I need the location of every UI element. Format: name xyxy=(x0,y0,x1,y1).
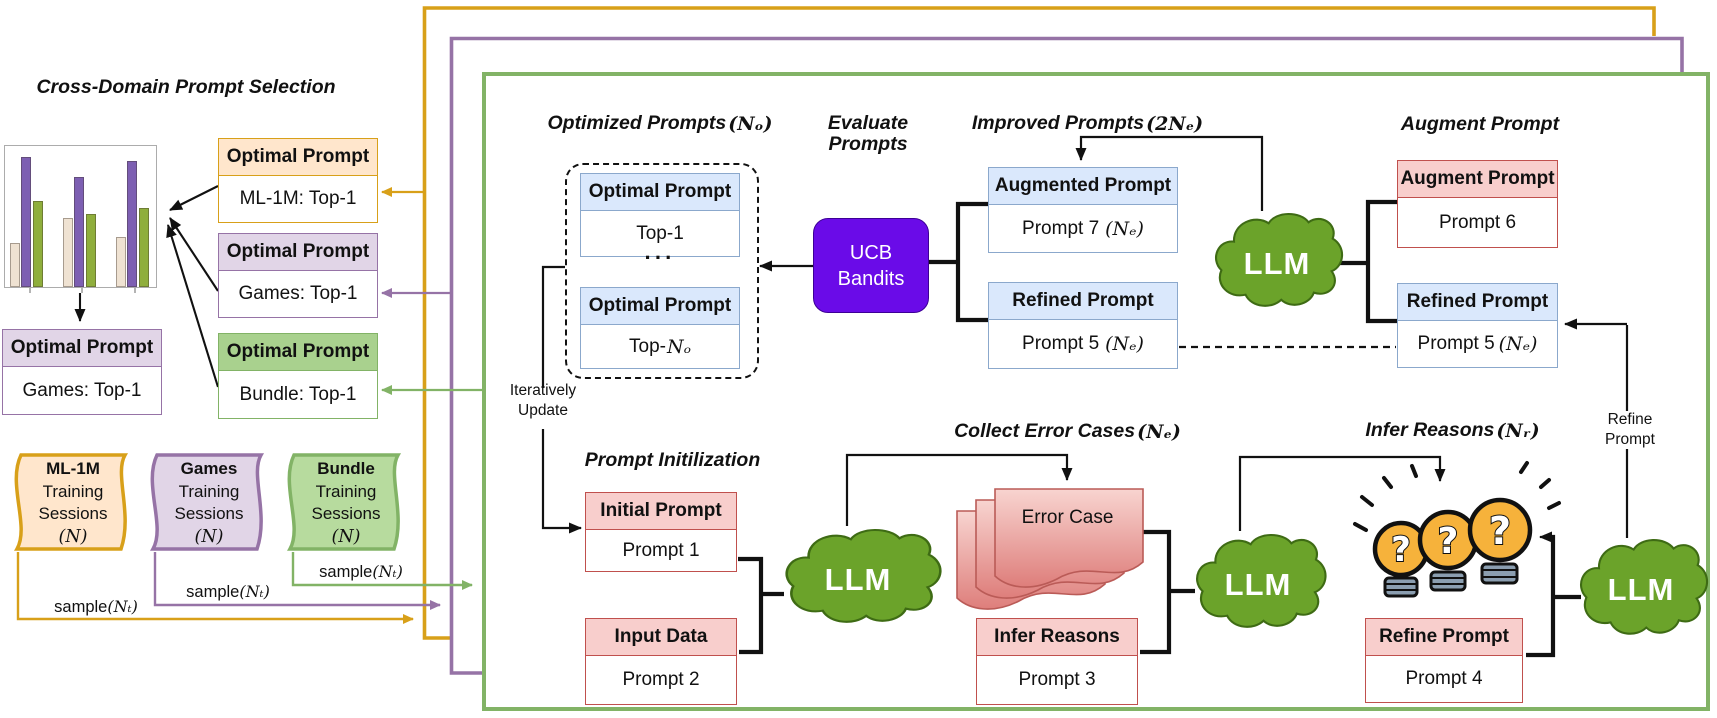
optimal-prompt-box-games: Optimal Prompt Games: Top-1 xyxy=(218,233,378,318)
pipeline-connectors xyxy=(541,135,1629,538)
refined-prompt-box-right: Refined Prompt Prompt 5(Nₑ) xyxy=(1397,283,1558,368)
box-header: Optimal Prompt xyxy=(581,288,739,325)
box-body: Bundle: Top-1 xyxy=(239,383,357,405)
improved-prompts-title: Improved Prompts(2Nₑ) xyxy=(971,112,1204,135)
box-header: Augment Prompt xyxy=(1398,161,1557,198)
box-body: Top-1 xyxy=(636,222,684,244)
box-body: Prompt 6 xyxy=(1438,211,1517,233)
refine-prompt-edge-label: Refine Prompt xyxy=(1605,411,1655,448)
question-bulbs-icon: ? ? ? xyxy=(1353,461,1561,598)
augmented-prompt-box: Augmented Prompt Prompt 7(Nₑ) xyxy=(988,167,1178,253)
error-case-label: Error Case xyxy=(1021,507,1114,528)
collect-error-cases-title: Collect Error Cases(Nₑ) xyxy=(954,420,1181,443)
box-body: Games: Top-1 xyxy=(238,283,358,304)
ellipsis: ··· xyxy=(644,245,676,270)
iteratively-update-label: Iteratively Update xyxy=(509,382,577,419)
box-body: Games: Top-1 xyxy=(22,379,142,401)
box-body: ML-1M: Top-1 xyxy=(239,188,357,209)
box-body: Prompt 5(Nₑ) xyxy=(1022,333,1144,355)
sample-arrow-games xyxy=(153,552,441,610)
box-body: Prompt 3 xyxy=(1018,669,1096,690)
input-data-box: Input Data Prompt 2 xyxy=(585,618,737,705)
box-header: Augmented Prompt xyxy=(989,168,1177,205)
box-body: Prompt 2 xyxy=(622,669,700,690)
domain-frame-ml1m xyxy=(422,6,1656,640)
augment-prompt-title: Augment Prompt xyxy=(1400,113,1560,135)
sample-label-games: sample(Nₜ) xyxy=(186,582,270,601)
optimized-prompts-container xyxy=(565,163,759,379)
svg-text:?: ? xyxy=(1391,530,1411,570)
box-header: Optimal Prompt xyxy=(219,139,377,176)
box-header: Infer Reasons xyxy=(977,619,1137,656)
domain-frame-bundle xyxy=(482,72,1710,711)
infer-reasons-box: Infer Reasons Prompt 3 xyxy=(976,618,1138,705)
sample-label-bundle: sample(Nₜ) xyxy=(319,562,403,581)
box-header: Initial Prompt xyxy=(586,493,736,530)
bar-beige-group-3 xyxy=(116,237,126,287)
bar-beige-group-1 xyxy=(10,243,20,287)
training-scroll-label-games: Games Training Sessions (N) xyxy=(174,459,244,547)
optimal-prompt-box-topNo: Optimal Prompt Top-Nₒ xyxy=(580,287,740,369)
evaluate-prompts-title: Evaluate Prompts xyxy=(827,112,909,155)
infer-reasons-title: Infer Reasons(Nᵣ) xyxy=(1365,419,1540,442)
sample-label-ml1m: sample(Nₜ) xyxy=(54,597,138,616)
bulb-right: ? xyxy=(1467,497,1533,585)
bar-olive-group-3 xyxy=(138,208,149,287)
bar-purple-group-1 xyxy=(21,157,32,287)
bar-olive-group-1 xyxy=(32,201,43,287)
initial-prompt-box: Initial Prompt Prompt 1 xyxy=(585,492,737,572)
box-header: Refined Prompt xyxy=(1398,284,1557,321)
refine-prompt-box: Refine Prompt Prompt 4 xyxy=(1365,618,1523,703)
sample-arrow-bundle xyxy=(291,552,473,590)
box-body: Prompt 1 xyxy=(622,539,700,561)
optimal-prompt-box-ml1m: Optimal Prompt ML-1M: Top-1 xyxy=(218,138,378,223)
optimal-prompt-box-top1: Optimal Prompt Top-1 xyxy=(580,173,740,257)
box-body: Prompt 4 xyxy=(1405,668,1483,689)
box-header: Input Data xyxy=(586,619,736,656)
box-header: Optimal Prompt xyxy=(581,174,739,211)
optimized-prompts-title: Optimized Prompts(Nₒ) xyxy=(547,112,773,135)
llm-label-errors: LLM xyxy=(1224,567,1292,602)
svg-text:?: ? xyxy=(1489,509,1511,553)
box-header: Refined Prompt xyxy=(989,283,1177,320)
left-panel-arrows xyxy=(74,185,220,388)
bar-olive-group-2 xyxy=(85,214,96,287)
sample-arrow-ml1m xyxy=(16,552,414,624)
bar-beige-group-2 xyxy=(63,218,73,287)
pipeline-brackets xyxy=(738,199,1581,658)
box-body: Prompt 7(Nₑ) xyxy=(1022,217,1144,240)
llm-label-refine: LLM xyxy=(1607,572,1675,607)
box-header: Optimal Prompt xyxy=(219,234,377,271)
llm-label-init: LLM xyxy=(824,562,892,597)
box-header: Optimal Prompt xyxy=(3,330,161,367)
box-header: Refine Prompt xyxy=(1366,619,1522,656)
training-scroll-label-bundle: Bundle Training Sessions (N) xyxy=(311,459,381,547)
domain-frame-games xyxy=(449,36,1684,675)
optimal-prompt-box-bundle: Optimal Prompt Bundle: Top-1 xyxy=(218,333,378,419)
mini-bar-chart xyxy=(4,145,157,288)
bulb-left: ? xyxy=(1372,520,1430,598)
prompt-initialization-title: Prompt Initilization xyxy=(584,449,761,471)
box-header: Optimal Prompt xyxy=(219,334,377,371)
training-scroll-label-ml1m: ML-1M Training Sessions (N) xyxy=(38,459,108,547)
bar-purple-group-2 xyxy=(74,177,85,287)
svg-text:?: ? xyxy=(1438,521,1459,562)
box-body: Top-Nₒ xyxy=(629,335,691,358)
llm-label-top: LLM xyxy=(1243,246,1311,281)
box-body: Prompt 5(Nₑ) xyxy=(1417,333,1538,355)
augment-prompt-box: Augment Prompt Prompt 6 xyxy=(1397,160,1558,248)
left-panel-title: Cross-Domain Prompt Selection xyxy=(36,76,336,98)
ucb-bandits-box: UCB Bandits xyxy=(813,218,929,313)
optimal-prompt-box-selected: Optimal Prompt Games: Top-1 xyxy=(2,329,162,415)
bar-purple-group-3 xyxy=(127,161,138,287)
refined-prompt-box-left: Refined Prompt Prompt 5(Nₑ) xyxy=(988,282,1178,369)
bulb-middle: ? xyxy=(1417,509,1479,592)
